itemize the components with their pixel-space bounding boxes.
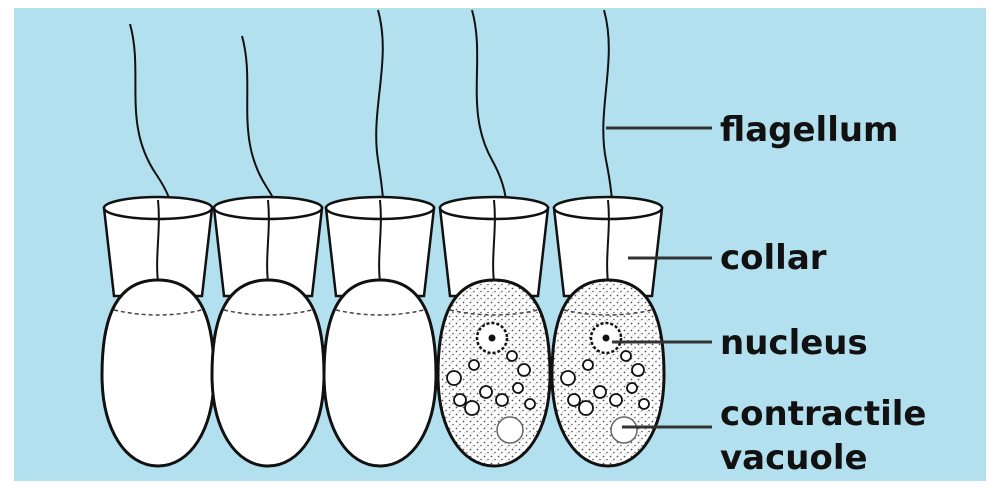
- flagellum-label: flagellum: [720, 110, 898, 150]
- contractile-vacuole-circle: [497, 417, 523, 443]
- nucleolus-dot: [603, 335, 610, 342]
- vesicle-circle: [579, 401, 593, 415]
- collar-label: collar: [720, 238, 827, 278]
- vesicle-circle: [507, 351, 517, 361]
- vesicle-circle: [447, 371, 461, 385]
- cell-body: [212, 280, 324, 466]
- vesicle-circle: [568, 394, 580, 406]
- nucleolus-dot: [489, 335, 496, 342]
- nucleus-label: nucleus: [720, 323, 868, 363]
- vesicle-circle: [632, 364, 644, 376]
- vesicle-circle: [454, 394, 466, 406]
- vacuole-label: vacuole: [720, 438, 868, 478]
- vesicle-circle: [518, 364, 530, 376]
- vesicle-circle: [594, 386, 606, 398]
- cell-body: [324, 280, 436, 466]
- vesicle-circle: [639, 399, 649, 409]
- vesicle-circle: [627, 383, 637, 393]
- contractile-vacuole-circle: [611, 417, 637, 443]
- cell-body: [102, 280, 214, 466]
- vesicle-circle: [496, 394, 508, 406]
- contractile-label: contractile: [720, 394, 926, 434]
- vesicle-circle: [525, 399, 535, 409]
- vesicle-circle: [610, 394, 622, 406]
- vesicle-circle: [469, 360, 479, 370]
- vesicle-circle: [480, 386, 492, 398]
- vesicle-circle: [465, 401, 479, 415]
- vesicle-circle: [621, 351, 631, 361]
- vesicle-circle: [561, 371, 575, 385]
- vesicle-circle: [513, 383, 523, 393]
- vesicle-circle: [583, 360, 593, 370]
